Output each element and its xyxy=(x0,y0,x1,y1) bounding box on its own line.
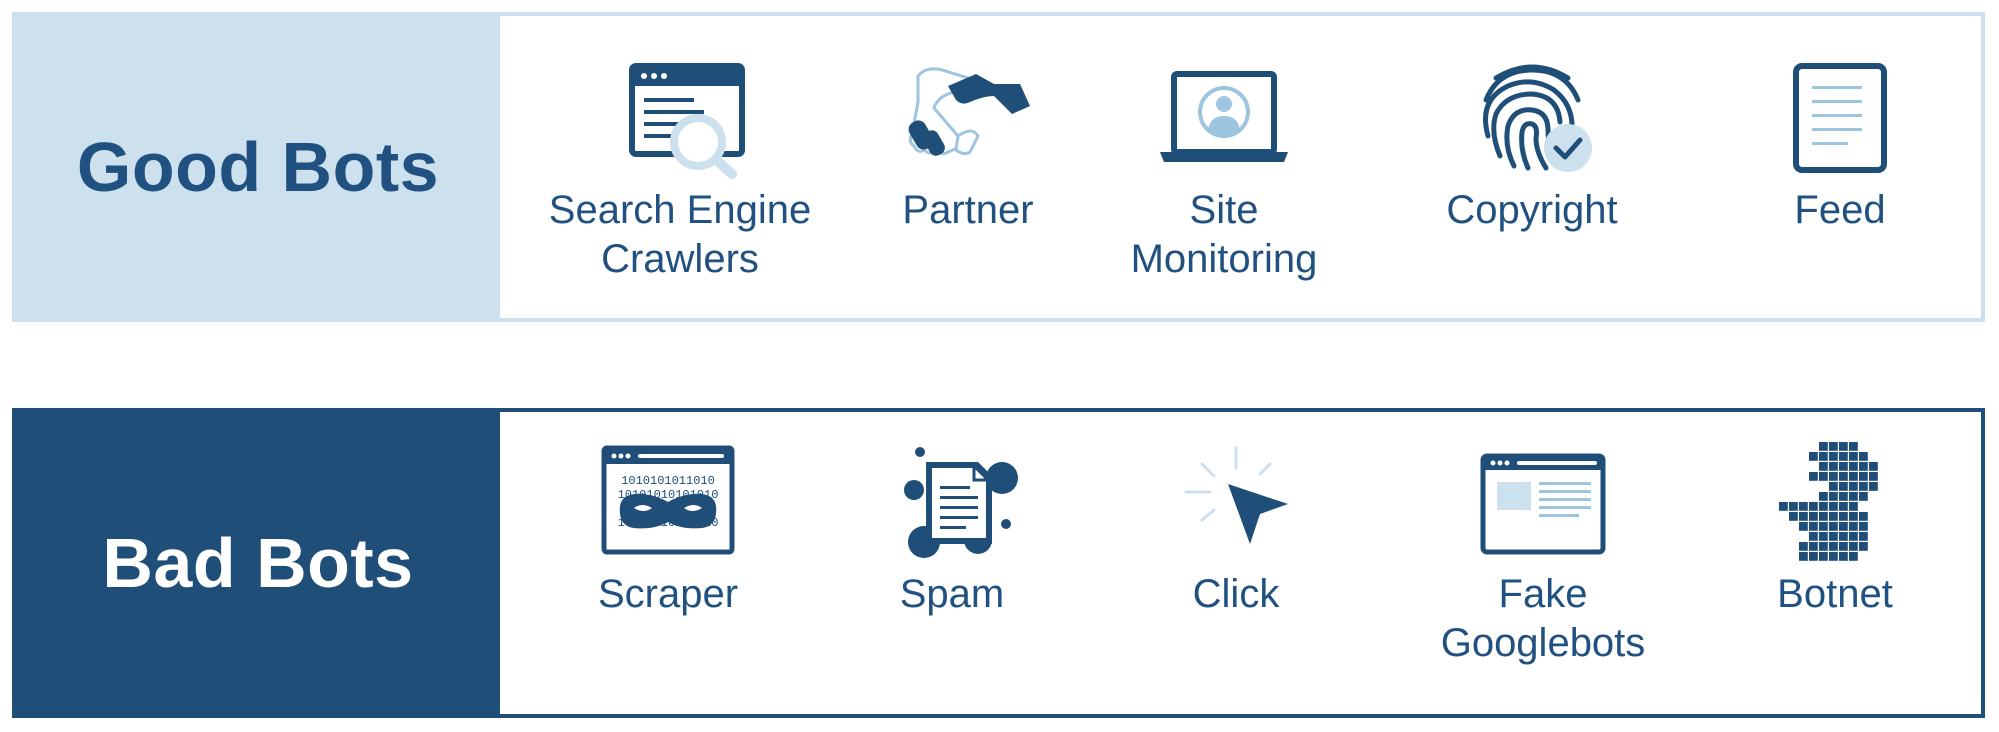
good-item-partner: Partner xyxy=(828,56,1108,235)
spam-document-icon xyxy=(882,440,1022,570)
fingerprint-check-icon xyxy=(1462,56,1602,186)
bad-item-click: Click xyxy=(1096,440,1376,619)
bad-item-label-line1: Botnet xyxy=(1777,572,1893,616)
good-item-site-monitoring: Site Monitoring xyxy=(1084,56,1364,284)
good-item-label-line2: Monitoring xyxy=(1130,237,1318,281)
bad-bots-title: Bad Bots xyxy=(102,524,414,602)
handshake-icon xyxy=(898,56,1038,186)
good-bots-items: Search Engine Crawlers Partner xyxy=(500,16,1981,318)
document-icon xyxy=(1770,56,1910,186)
bad-item-scraper: 1010101011010 10101010101010 10101010101… xyxy=(528,440,808,619)
good-item-label-line2: Crawlers xyxy=(601,237,759,281)
fake-browser-icon xyxy=(1473,440,1613,570)
search-browser-icon xyxy=(610,56,750,186)
bad-bots-panel: Bad Bots 1010101011010 10101010101010 10… xyxy=(12,408,1985,718)
bad-item-label-line1: Scraper xyxy=(597,572,739,616)
bad-item-botnet: Botnet xyxy=(1695,440,1975,619)
bad-item-spam: Spam xyxy=(812,440,1092,619)
good-item-copyright: Copyright xyxy=(1392,56,1672,235)
bad-item-label-line1: Spam xyxy=(899,572,1005,616)
good-item-label-line1: Search Engine xyxy=(548,188,812,232)
bad-bots-label-box: Bad Bots xyxy=(16,412,500,714)
cursor-click-icon xyxy=(1166,440,1306,570)
good-item-feed: Feed xyxy=(1700,56,1980,235)
bad-item-label-line2: Googlebots xyxy=(1440,621,1646,665)
good-item-label-line1: Partner xyxy=(902,188,1034,232)
bad-item-fake-googlebots: Fake Googlebots xyxy=(1403,440,1683,668)
bad-item-label-line1: Fake xyxy=(1498,572,1588,616)
good-item-label-line1: Copyright xyxy=(1446,188,1618,232)
good-item-label-line1: Feed xyxy=(1794,188,1886,232)
good-item-search-engine-crawlers: Search Engine Crawlers xyxy=(540,56,820,284)
good-bots-title: Good Bots xyxy=(76,128,440,206)
good-bots-panel: Good Bots Search Eng xyxy=(12,12,1985,322)
good-item-label-line1: Site xyxy=(1189,188,1259,232)
binary-line-1: 1010101011010 xyxy=(621,474,715,488)
bad-item-label-line1: Click xyxy=(1192,572,1280,616)
masked-binary-browser-icon: 1010101011010 10101010101010 10101010101… xyxy=(598,440,738,570)
bad-bots-items: 1010101011010 10101010101010 10101010101… xyxy=(500,412,1981,714)
botnet-grid-icon xyxy=(1765,440,1905,570)
good-bots-label-box: Good Bots xyxy=(16,16,500,318)
laptop-user-icon xyxy=(1154,56,1294,186)
